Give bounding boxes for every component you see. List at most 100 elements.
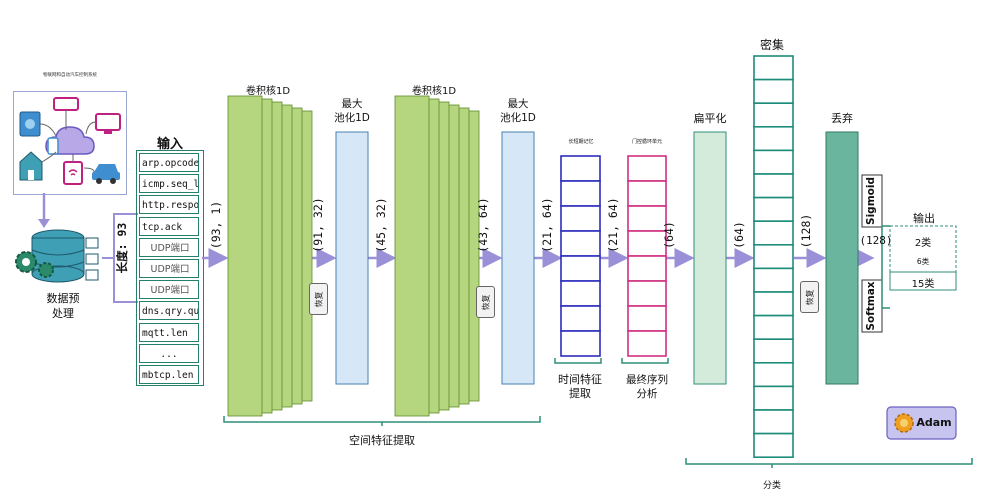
shape-label-1: (93, 1) [209, 200, 223, 250]
sigmoid-box [861, 174, 883, 228]
conv-filter-slice [227, 95, 263, 417]
restore-tag-2: 恢复 [476, 286, 495, 318]
classify-brace [685, 458, 973, 468]
iot-caption: 物联网和自动汽车控制系统 [43, 73, 97, 78]
dropout-block [825, 131, 859, 385]
dense-cell [753, 267, 794, 293]
shape-label-6: (21, 64) [606, 197, 620, 253]
gru-block [627, 155, 667, 357]
input-feature-2: http.respon [139, 195, 199, 215]
lstm-brace [554, 358, 602, 364]
conv1d-block-2 [394, 95, 480, 417]
input-feature-6: UDP端口 [139, 280, 199, 300]
input-feature-4: UDP端口 [139, 237, 199, 257]
spatial-label: 空间特征提取 [349, 434, 415, 447]
shape-label-2: (91, 32) [311, 197, 325, 253]
output-bracket [881, 225, 890, 309]
iot-devices-icon [19, 97, 121, 185]
gru-cell [627, 330, 667, 357]
shape-label-4: (43, 64) [476, 197, 490, 253]
output-box-15 [889, 271, 957, 291]
lstm-bottom-label: 时间特征 提取 [558, 373, 602, 400]
shape-label-8: (64) [732, 221, 746, 249]
lstm-cell [560, 205, 601, 232]
conv-filter-slice [394, 95, 430, 417]
flatten-block [693, 131, 727, 385]
iot-illustration [13, 91, 127, 195]
softmax-label: Softmax [865, 281, 877, 331]
dense-cell [753, 291, 794, 317]
lstm-cell [560, 230, 601, 257]
dense-cell [753, 102, 794, 128]
lstm-cell [560, 330, 601, 357]
dense-cell [753, 196, 794, 223]
maxpool-block-1 [335, 131, 369, 385]
dense-block [753, 55, 794, 459]
shape-label-10: (128) [859, 234, 893, 247]
input-feature-0: arp.opcode [139, 153, 199, 172]
dense-cell [753, 126, 794, 152]
gru-cell [627, 180, 667, 207]
restore-tag-3: 恢复 [800, 281, 819, 313]
dense-cell [753, 149, 794, 175]
output-class-6: 6类 [916, 257, 930, 266]
input-feature-3: tcp.ack [139, 216, 199, 236]
dense-cell [753, 409, 794, 435]
dense-cell [753, 314, 794, 341]
gru-cell [627, 280, 667, 307]
input-connector [102, 213, 138, 303]
dense-cell [753, 78, 794, 104]
input-title: 输入 [156, 137, 183, 152]
maxpool-block-2 [501, 131, 535, 385]
input-feature-9: ... [139, 343, 199, 363]
lstm-block [560, 155, 601, 357]
output-title: 输出 [913, 212, 935, 225]
input-feature-5: UDP端口 [139, 259, 199, 278]
gear-icon [894, 413, 914, 433]
flatten-title: 扁平化 [693, 112, 727, 125]
down-arrow-icon [38, 193, 50, 228]
input-feature-7: dns.qry.qu [139, 301, 199, 321]
input-feature-1: icmp.seq_le [139, 174, 199, 194]
adam-label: Adam [916, 416, 952, 429]
preprocess-label: 数据预 处理 [46, 292, 80, 320]
lstm-cell [560, 155, 601, 182]
input-feature-list [136, 150, 204, 386]
dense-cell [753, 173, 794, 199]
lstm-top-label: 长短期记忆 [568, 139, 594, 145]
gru-cell [627, 205, 667, 232]
sigmoid-label: Sigmoid [865, 177, 877, 225]
gru-cell [627, 230, 667, 257]
restore-tag-1: 恢复 [309, 283, 328, 315]
pool2-title: 最大 池化1D [500, 98, 536, 124]
classify-label: 分类 [762, 481, 781, 491]
gru-top-label: 门控循环单元 [631, 139, 662, 145]
output-class-2: 2类 [914, 238, 932, 249]
dense-cell [753, 432, 794, 459]
dense-cell [753, 385, 794, 411]
lstm-cell [560, 305, 601, 332]
gru-cell [627, 155, 667, 182]
conv2-title: 卷积核1D [411, 86, 457, 97]
gru-cell [627, 255, 667, 282]
input-feature-10: mbtcp.len [139, 365, 199, 384]
dense-cell [753, 220, 794, 246]
lstm-cell [560, 280, 601, 307]
lstm-cell [560, 255, 601, 282]
dense-cell [753, 244, 794, 270]
gru-brace [621, 358, 669, 364]
dropout-title: 丢弃 [831, 112, 853, 125]
pool1-title: 最大 池化1D [334, 98, 370, 124]
dense-cell [753, 361, 794, 388]
conv1d-block-1 [227, 95, 313, 417]
conv1-title: 卷积核1D [245, 86, 291, 97]
gru-cell [627, 305, 667, 332]
shape-label-3: (45, 32) [374, 197, 388, 253]
lstm-cell [560, 180, 601, 207]
shape-label-7: (64) [662, 221, 676, 249]
shape-label-9: (128) [799, 213, 813, 249]
dense-cell [753, 55, 794, 81]
spatial-brace [223, 416, 541, 426]
database-gear-icon [15, 229, 99, 283]
